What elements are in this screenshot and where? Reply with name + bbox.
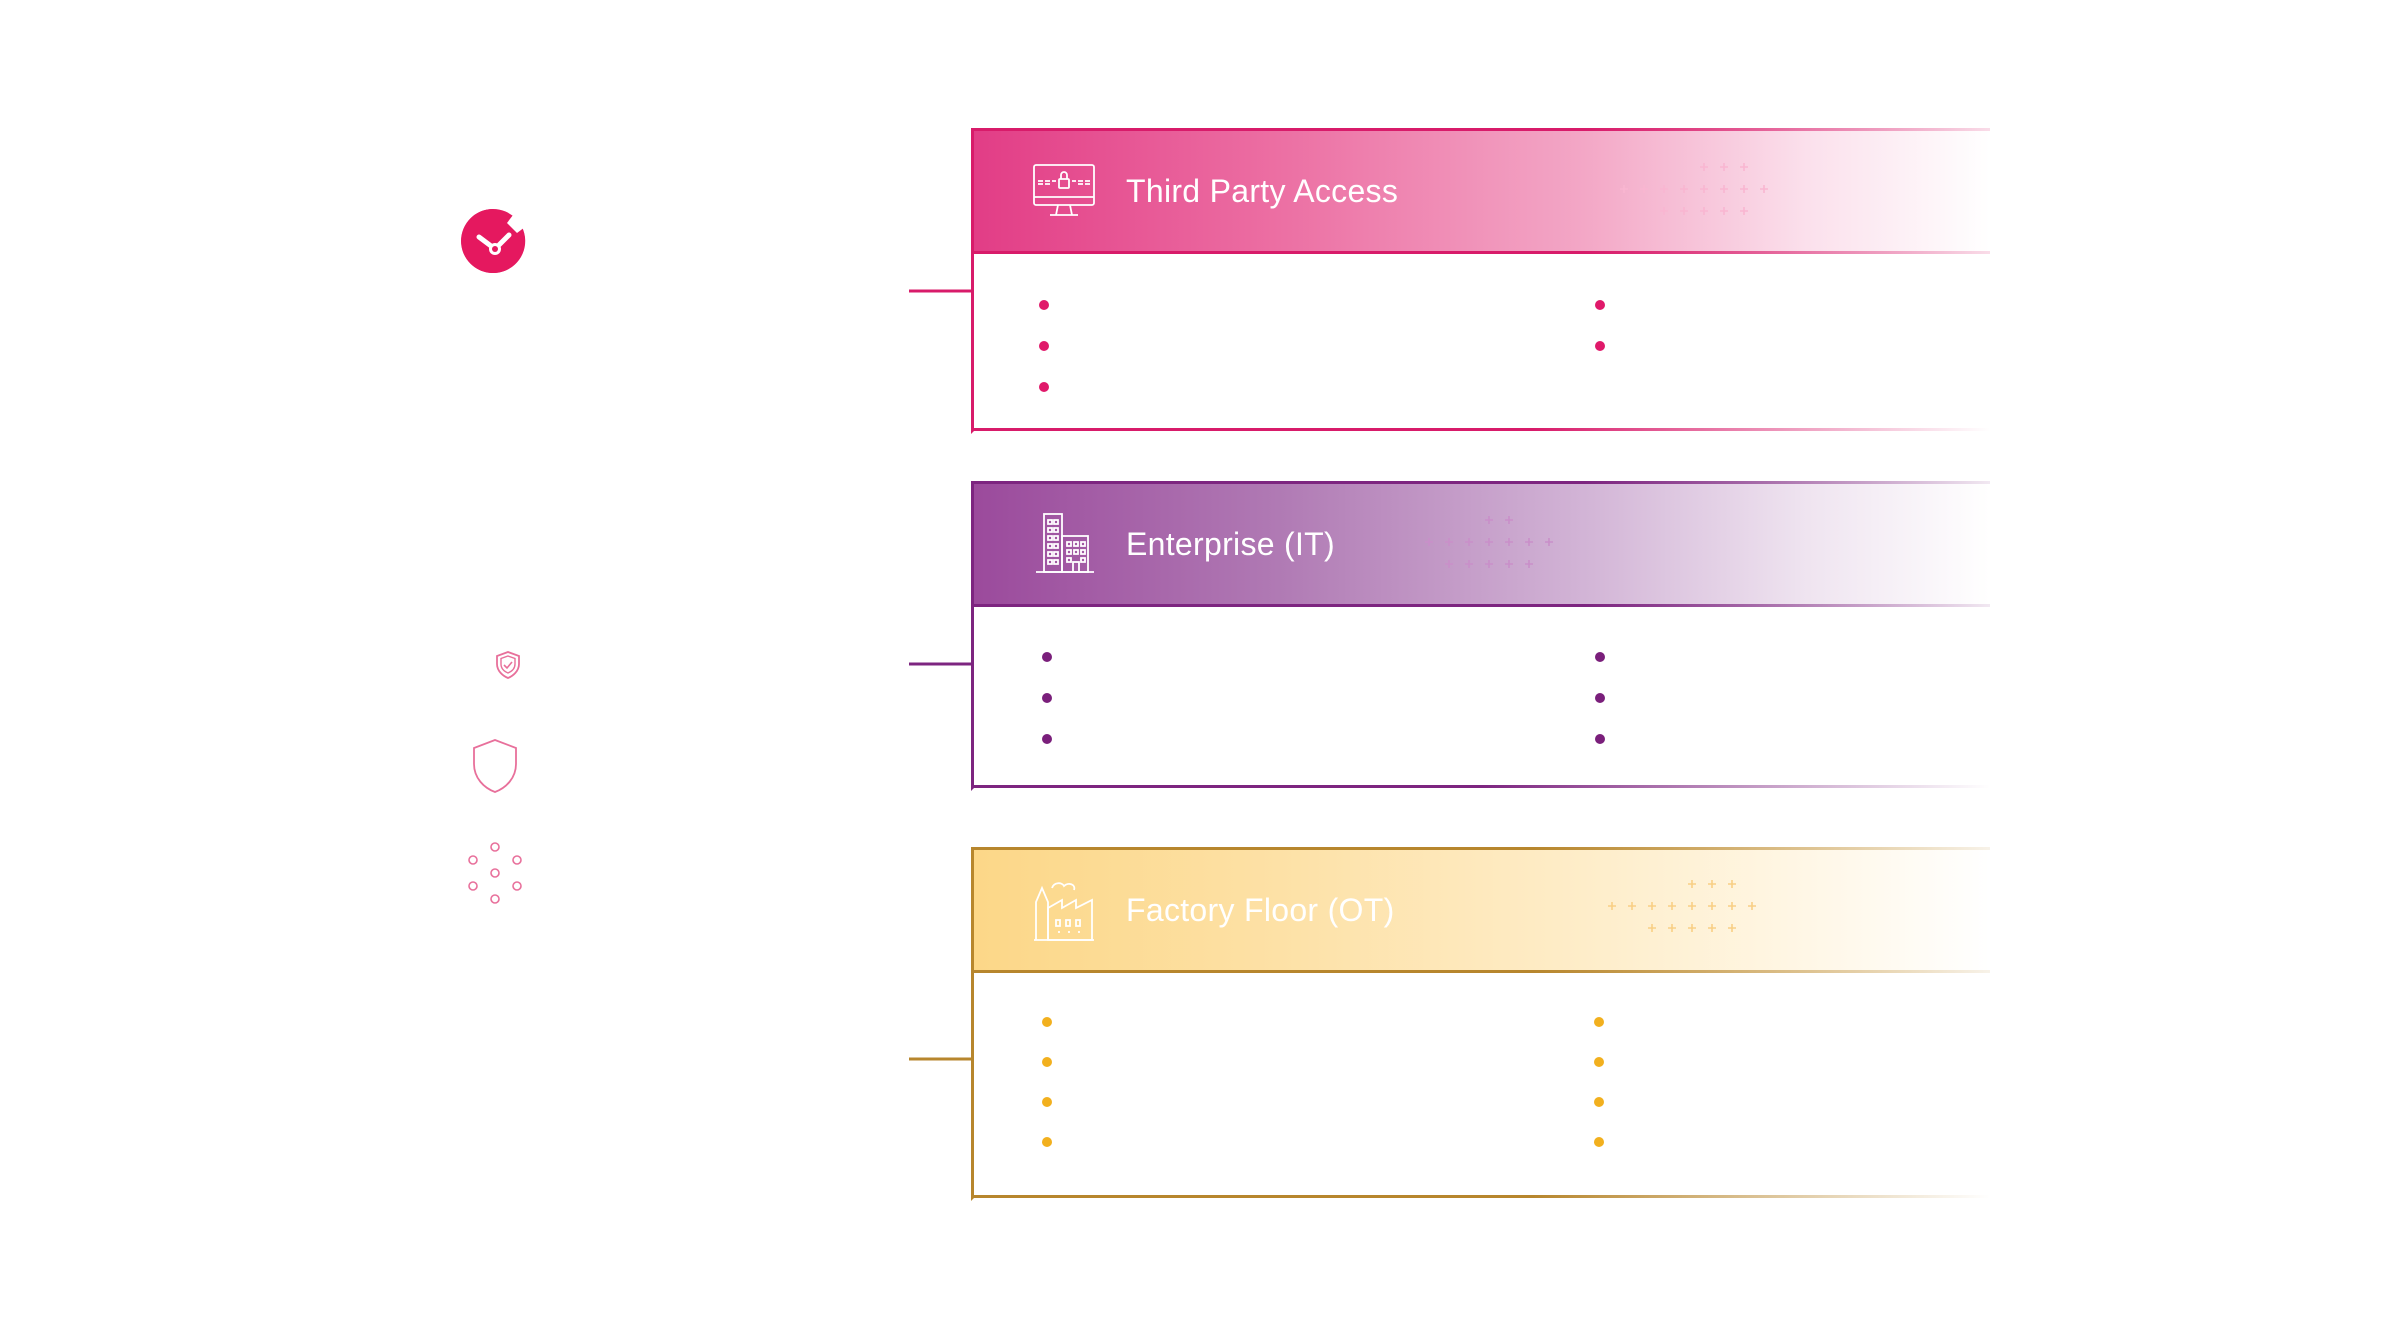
list-bullet [1595, 300, 1605, 310]
panel-title: Factory Floor (OT) [1126, 892, 1395, 928]
panel-body [971, 973, 1990, 1201]
list-bullet [1039, 300, 1049, 310]
list-bullet [1595, 693, 1605, 703]
panel-body [971, 607, 1990, 791]
list-bullet [1042, 693, 1052, 703]
monitor-lock-icon [1032, 159, 1096, 223]
list-bullet [1594, 1017, 1604, 1027]
list-bullet [1595, 652, 1605, 662]
shield-check-icon [494, 650, 522, 680]
list-bullet [1042, 1017, 1052, 1027]
list-bullet [1039, 341, 1049, 351]
list-bullet [1594, 1057, 1604, 1067]
list-bullet [1042, 734, 1052, 744]
list-bullet [1594, 1097, 1604, 1107]
dots-circle-icon [465, 840, 525, 906]
panel-factory-floor-ot: Factory Floor (OT) [971, 847, 1990, 1201]
panel-third-party-access: Third Party Access [971, 128, 1990, 434]
brand-logo-icon [459, 207, 527, 275]
list-bullet [1042, 1097, 1052, 1107]
plus-pattern-icon [1425, 516, 1553, 568]
panel-body [971, 254, 1990, 434]
list-bullet [1042, 1137, 1052, 1147]
plus-pattern-icon [1620, 163, 1768, 215]
list-bullet [1595, 734, 1605, 744]
panel-header: Factory Floor (OT) [971, 847, 1990, 973]
plus-pattern-icon [1608, 880, 1756, 932]
panel-title: Third Party Access [1126, 173, 1399, 209]
list-bullet [1594, 1137, 1604, 1147]
list-bullet [1039, 382, 1049, 392]
panel-title: Enterprise (IT) [1126, 526, 1335, 562]
factory-icon [1032, 878, 1096, 942]
list-bullet [1042, 652, 1052, 662]
panel-header: Enterprise (IT) [971, 481, 1990, 607]
list-bullet [1595, 341, 1605, 351]
office-building-icon [1032, 512, 1096, 576]
list-bullet [1042, 1057, 1052, 1067]
panel-header: Third Party Access [971, 128, 1990, 254]
shield-icon [470, 737, 520, 795]
panel-enterprise-it: Enterprise (IT) [971, 481, 1990, 791]
